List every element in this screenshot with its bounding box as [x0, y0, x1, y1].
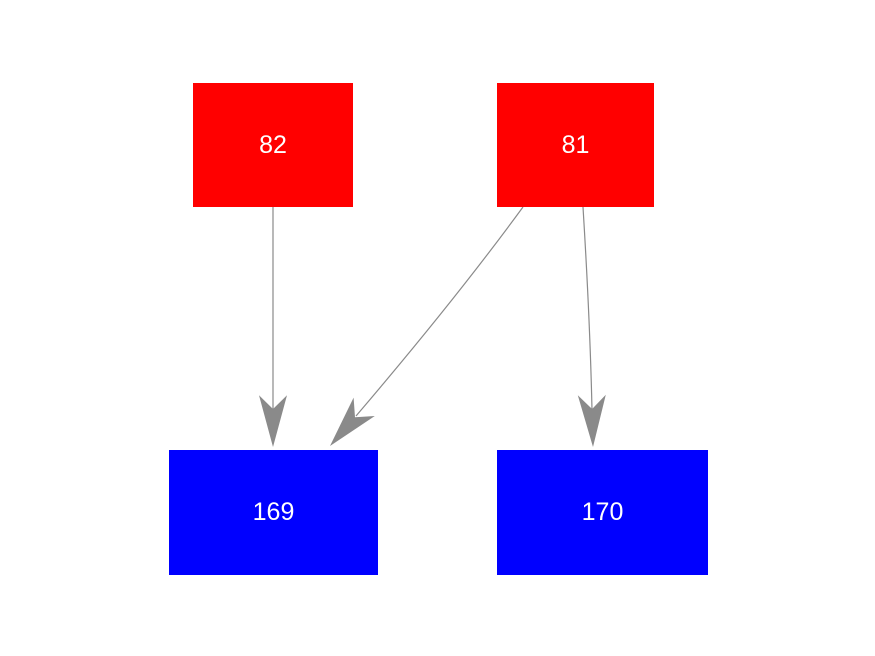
edge-82-169: [259, 207, 287, 447]
node-169: 169: [169, 450, 378, 575]
node-170-label: 170: [581, 498, 624, 526]
edge-81-169: [330, 206, 524, 446]
node-81-label: 81: [561, 130, 590, 159]
edge-81-170: [577, 206, 606, 447]
node-169-label: 169: [252, 498, 295, 526]
node-170: 170: [497, 450, 708, 575]
node-81: 81: [497, 83, 654, 207]
node-82-label: 82: [259, 130, 287, 159]
node-82: 82: [193, 83, 353, 207]
